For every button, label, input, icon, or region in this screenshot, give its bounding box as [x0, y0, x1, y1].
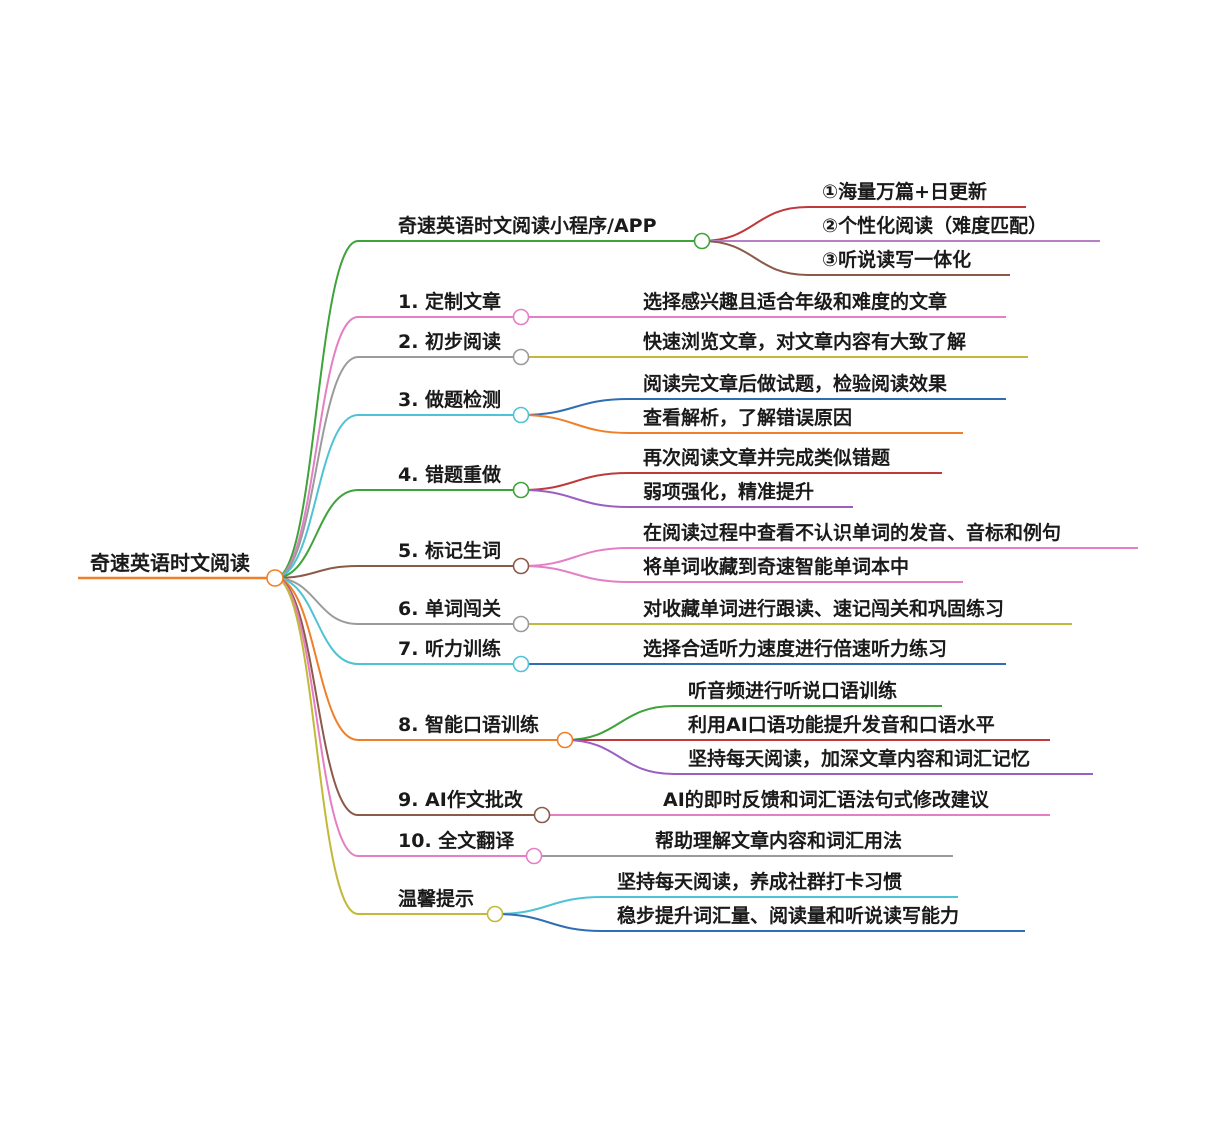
connector-layer	[274, 206, 809, 932]
leaf-label: 选择感兴趣且适合年级和难度的文章	[643, 290, 947, 313]
branch-node-circle[interactable]	[512, 655, 530, 673]
branch-connector	[274, 577, 359, 857]
branch-label: 奇速英语时文阅读小程序/APP	[398, 214, 657, 237]
leaf-connector	[494, 913, 604, 932]
leaf-label: 将单词收藏到奇速智能单词本中	[643, 555, 909, 578]
leaf-label: 弱项强化，精准提升	[643, 480, 814, 503]
leaf-connector	[701, 206, 809, 242]
leaf-label: 利用AI口语功能提升发音和口语水平	[688, 713, 995, 736]
leaf-label: 帮助理解文章内容和词汇用法	[655, 829, 902, 852]
leaf-label: 查看解析，了解错误原因	[642, 406, 852, 429]
label-layer: 奇速英语时文阅读 奇速英语时文阅读小程序/APP ①海量万篇+日更新 ②个性化阅读（难…	[90, 180, 1061, 927]
leaf-label: 再次阅读文章并完成类似错题	[643, 446, 890, 469]
leaf-label: 坚持每天阅读，养成社群打卡习惯	[617, 870, 902, 893]
leaf-label: AI的即时反馈和词汇语法句式修改建议	[663, 788, 990, 811]
leaf-label: 在阅读过程中查看不认识单词的发音、音标和例句	[643, 521, 1061, 544]
branch-node-circle[interactable]	[525, 847, 543, 865]
leaf-label: ②个性化阅读（难度匹配）	[822, 214, 1047, 237]
leaf-label: 听音频进行听说口语训练	[688, 679, 897, 702]
underline-layer	[78, 206, 1138, 932]
branch-connector	[274, 577, 359, 665]
branch-label: 6. 单词闯关	[398, 597, 501, 620]
branch-label: 3. 做题检测	[398, 388, 501, 411]
leaf-label: ③听说读写一体化	[822, 248, 971, 271]
leaf-connector	[564, 705, 675, 741]
branch-node-circle[interactable]	[693, 232, 711, 250]
branch-label: 5. 标记生词	[398, 539, 501, 562]
branch-node-circle[interactable]	[512, 308, 530, 326]
node-circle-layer	[266, 232, 711, 923]
branch-label: 温馨提示	[398, 887, 474, 910]
branch-connector	[274, 316, 359, 579]
branch-label: 7. 听力训练	[398, 637, 501, 660]
leaf-connector	[520, 547, 630, 567]
branch-node-circle[interactable]	[512, 406, 530, 424]
leaf-label: 快速浏览文章，对文章内容有大致了解	[643, 330, 966, 353]
branch-connector	[274, 489, 359, 579]
leaf-connector	[520, 414, 630, 434]
leaf-label: ①海量万篇+日更新	[822, 180, 987, 203]
leaf-label: 选择合适听力速度进行倍速听力练习	[643, 637, 947, 660]
root-node-circle[interactable]	[266, 569, 284, 587]
leaf-connector	[520, 489, 630, 508]
branch-connector	[274, 356, 359, 579]
branch-node-circle[interactable]	[512, 348, 530, 366]
branch-connector	[274, 565, 359, 579]
root-topic-label: 奇速英语时文阅读	[90, 551, 250, 575]
branch-node-circle[interactable]	[486, 905, 504, 923]
leaf-label: 坚持每天阅读，加深文章内容和词汇记忆	[688, 747, 1030, 770]
branch-label: 4. 错题重做	[398, 463, 501, 486]
branch-label: 2. 初步阅读	[398, 330, 501, 353]
branch-node-circle[interactable]	[533, 806, 551, 824]
leaf-connector	[520, 472, 630, 491]
branch-node-circle[interactable]	[512, 481, 530, 499]
leaf-label: 稳步提升词汇量、阅读量和听说读写能力	[617, 904, 959, 927]
branch-node-circle[interactable]	[512, 557, 530, 575]
leaf-label: 对收藏单词进行跟读、速记闯关和巩固练习	[643, 597, 1004, 620]
leaf-connector	[564, 739, 675, 775]
leaf-connector	[701, 240, 809, 276]
branch-label: 10. 全文翻译	[398, 829, 515, 852]
branch-connector	[274, 577, 359, 741]
branch-connector	[274, 577, 359, 816]
branch-connector	[274, 577, 359, 915]
branch-label: 1. 定制文章	[398, 290, 501, 313]
branch-node-circle[interactable]	[556, 731, 574, 749]
branch-label: 9. AI作文批改	[398, 788, 524, 811]
branch-label: 8. 智能口语训练	[398, 713, 539, 736]
branch-connector	[274, 414, 359, 579]
leaf-connector	[520, 398, 630, 416]
leaf-label: 阅读完文章后做试题，检验阅读效果	[643, 372, 947, 395]
leaf-connector	[520, 565, 630, 583]
branch-connector	[274, 240, 359, 579]
leaf-connector	[494, 896, 604, 915]
branch-node-circle[interactable]	[512, 615, 530, 633]
branch-connector	[274, 577, 359, 625]
